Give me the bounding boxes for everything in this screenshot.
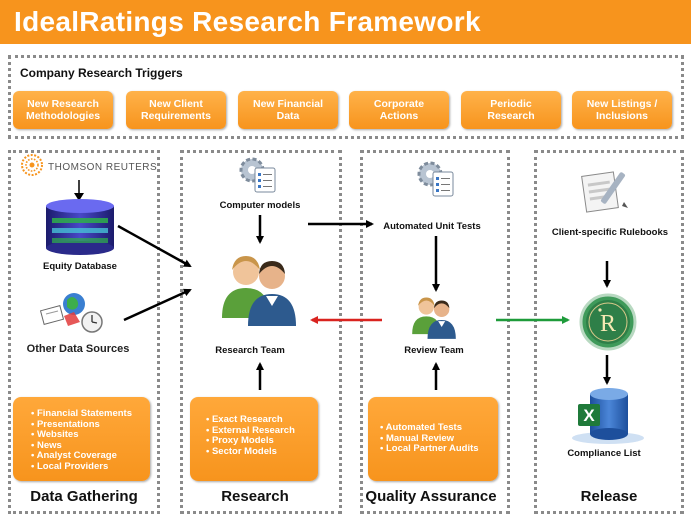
computer-models-label: Computer models (219, 200, 301, 211)
data-gathering-list: Financial Statements Presentations Websi… (13, 397, 150, 481)
trigger-label-line1: New Financial (252, 98, 324, 110)
release-panel (534, 150, 684, 514)
trigger-label-line1: New Client (149, 98, 203, 110)
arrow-sources-to-research (123, 288, 192, 322)
automated-tests-icon (417, 161, 454, 197)
trigger-label-line2: Inclusions (596, 110, 648, 122)
list-item: Manual Review (380, 433, 498, 445)
review-team-label: Review Team (404, 345, 464, 356)
trigger-label-line1: Periodic (490, 98, 532, 110)
qa-list: Automated Tests Manual Review Local Part… (368, 397, 498, 481)
rulebook-document-icon (581, 171, 628, 213)
equity-database-label: Equity Database (43, 261, 117, 272)
research-team-icon (222, 256, 296, 326)
compliance-list-label: Compliance List (567, 448, 641, 459)
list-item: External Research (206, 425, 318, 437)
triggers-panel (8, 55, 684, 139)
list-item: Local Providers (31, 461, 150, 473)
list-item: Analyst Coverage (31, 451, 150, 462)
list-item: Presentations (31, 419, 150, 431)
trigger-label-line1: New Listings / (586, 98, 658, 110)
logo-letter: R (600, 311, 616, 337)
client-rulebooks-label: Client-specific Rulebooks (551, 227, 669, 238)
research-team-label: Research Team (215, 345, 285, 356)
list-item: Proxy Models (206, 436, 318, 447)
arrow-database-to-research (117, 224, 192, 268)
down-arrow-icon (74, 180, 84, 201)
data-gathering-footer: Data Gathering (30, 488, 138, 505)
equity-database-icon (46, 199, 114, 255)
data-gathering-panel (8, 150, 160, 514)
trigger-label-line1: Corporate (373, 98, 425, 110)
trigger-new-listings-inclusions: New Listings /Inclusions (572, 91, 672, 129)
research-footer: Research (221, 488, 289, 505)
research-list: Exact Research External Research Proxy M… (190, 397, 318, 481)
computer-models-icon (239, 157, 276, 193)
triggers-title: Company Research Triggers (20, 66, 183, 80)
thomson-reuters-label: THOMSON REUTERS (48, 162, 158, 173)
idealratings-logo-icon: R (579, 293, 637, 351)
qa-panel (360, 150, 510, 514)
other-data-sources-icon (40, 293, 103, 333)
list-item: Automated Tests (380, 422, 498, 434)
list-item: Sector Models (206, 446, 318, 458)
trigger-label-line2: Research (487, 110, 535, 122)
automated-unit-tests-label: Automated Unit Tests (383, 221, 481, 232)
trigger-label-line2: Methodologies (25, 110, 101, 122)
list-item: Local Partner Audits (380, 444, 498, 455)
list-item: Websites (31, 430, 150, 441)
trigger-label-line2: Actions (379, 110, 419, 122)
svg-text:X: X (583, 406, 595, 425)
trigger-label-line2: Data (276, 110, 300, 122)
page-title: IdealRatings Research Framework (0, 0, 691, 44)
list-item: Exact Research (206, 414, 318, 426)
list-item: News (31, 440, 150, 452)
compliance-list-icon: X (572, 388, 644, 444)
qa-footer: Quality Assurance (365, 488, 497, 505)
release-footer: Release (580, 488, 638, 505)
research-panel (180, 150, 342, 514)
list-item: Financial Statements (31, 408, 150, 420)
trigger-label-line1: New Research (27, 98, 99, 110)
other-data-sources-label: Other Data Sources (26, 343, 130, 355)
thomson-reuters-logo-icon (21, 154, 43, 176)
review-team-icon (412, 297, 456, 339)
trigger-label-line2: Requirements (140, 110, 212, 122)
